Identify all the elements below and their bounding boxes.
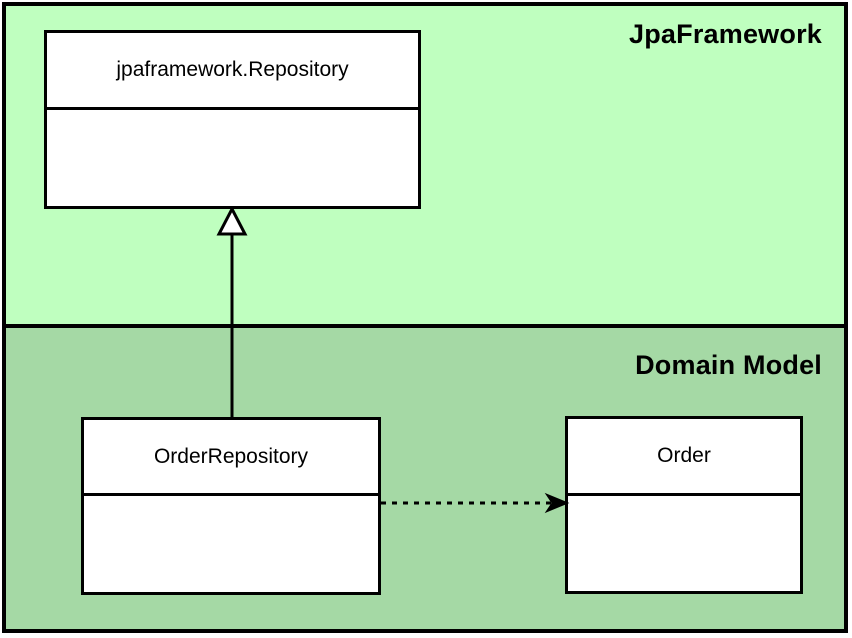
- class-name-order: Order: [568, 419, 800, 496]
- class-attributes-order-repository: [84, 496, 378, 592]
- package-label-domain-model: Domain Model: [635, 350, 822, 380]
- class-attributes-repository: [47, 110, 418, 206]
- class-box-repository[interactable]: jpaframework.Repository: [44, 30, 421, 209]
- class-box-order[interactable]: Order: [565, 416, 803, 594]
- generalization-connector[interactable]: [206, 204, 266, 426]
- dependency-connector[interactable]: [374, 488, 574, 520]
- class-attributes-order: [568, 496, 800, 591]
- hollow-triangle-arrowhead-icon: [216, 205, 248, 236]
- package-label-jpaframework: JpaFramework: [629, 19, 822, 49]
- class-box-order-repository[interactable]: OrderRepository: [81, 417, 381, 595]
- class-name-repository: jpaframework.Repository: [47, 33, 418, 110]
- arrow-head-icon: [544, 492, 570, 514]
- class-name-order-repository: OrderRepository: [84, 420, 378, 496]
